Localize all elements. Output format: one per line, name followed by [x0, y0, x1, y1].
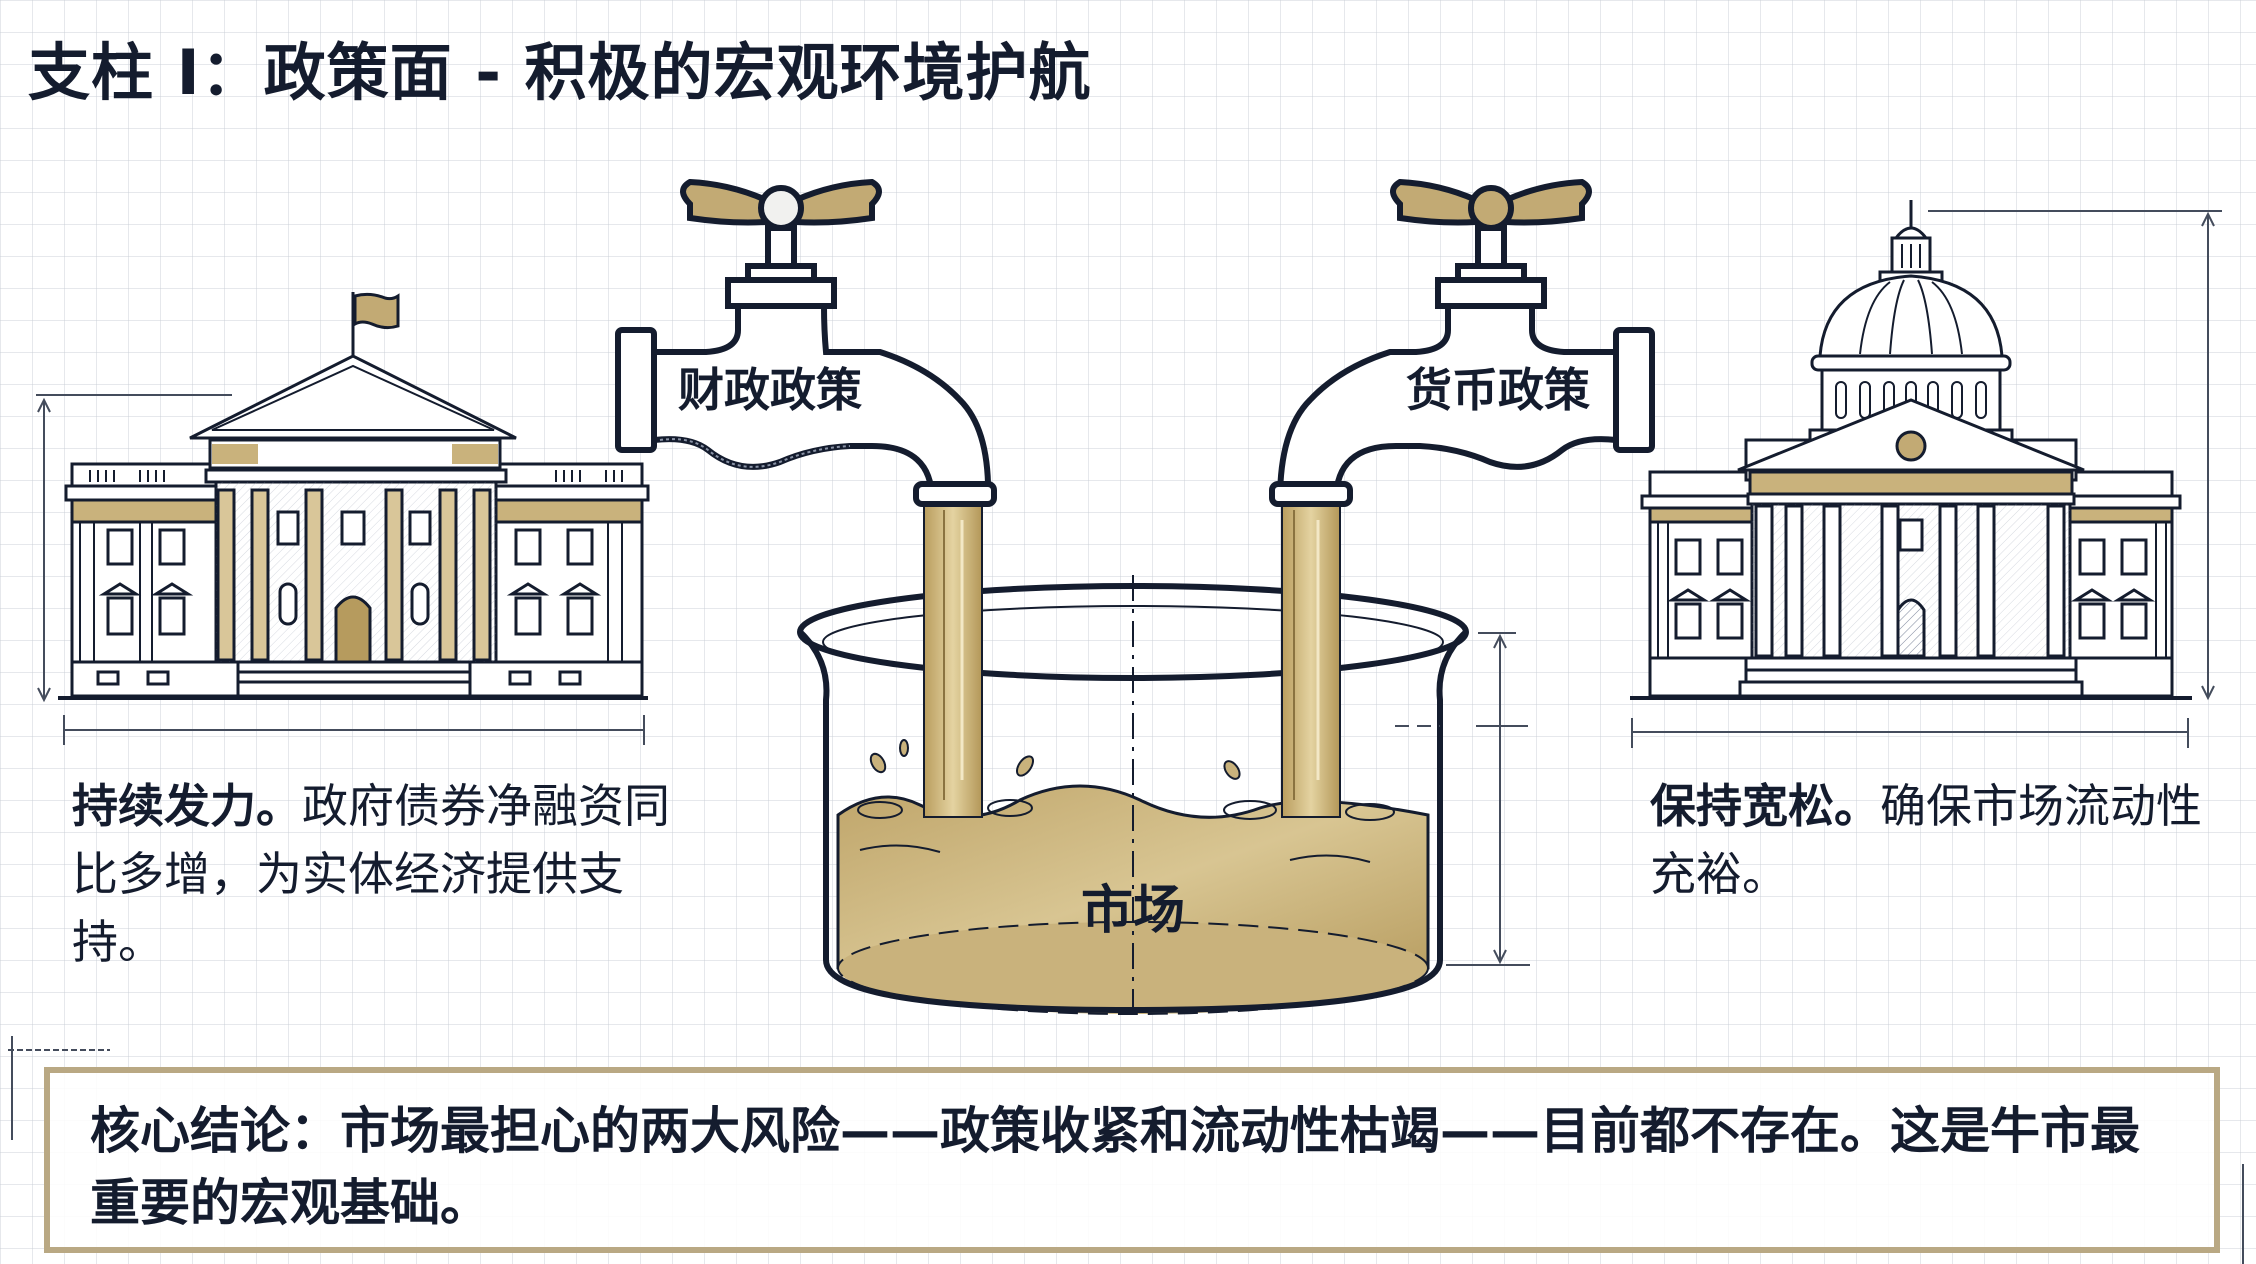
monetary-policy-faucet[interactable]: 货币政策 [1269, 178, 1655, 507]
page-title: 支柱 I：政策面 - 积极的宏观环境护航 [28, 36, 1092, 109]
fiscal-policy-faucet[interactable]: 财政政策 [615, 178, 997, 507]
monetary-policy-body: 确保市场流动性充裕。 [1650, 779, 2202, 901]
core-conclusion-text: 核心结论：市场最担心的两大风险——政策收紧和流动性枯竭——目前都不存在。这是牛市… [90, 1102, 2140, 1232]
fiscal-policy-description: 持续发力。政府债券净融资同比多增，为实体经济提供支持。 [72, 772, 672, 976]
fiscal-policy-body: 政府债券净融资同比多增，为实体经济提供支持。 [72, 779, 670, 969]
monetary-policy-label: 货币政策 [1406, 363, 1590, 417]
crop-mark [8, 1036, 2244, 1264]
monetary-liquid-stream [1281, 496, 1341, 818]
market-label: 市场 [1081, 881, 1185, 941]
beaker-icon: 市场 [797, 575, 1530, 1015]
fiscal-liquid-stream [923, 496, 983, 818]
fiscal-policy-lead: 持续发力。 [72, 779, 302, 833]
fiscal-policy-label: 财政政策 [678, 363, 862, 417]
core-conclusion-box: 核心结论：市场最担心的两大风险——政策收紧和流动性枯竭——目前都不存在。这是牛市… [44, 1067, 2220, 1253]
monetary-policy-description: 保持宽松。确保市场流动性充裕。 [1650, 772, 2210, 908]
white-house-icon [36, 292, 650, 745]
capitol-building-icon [1630, 200, 2222, 748]
monetary-policy-lead: 保持宽松。 [1650, 779, 1880, 833]
